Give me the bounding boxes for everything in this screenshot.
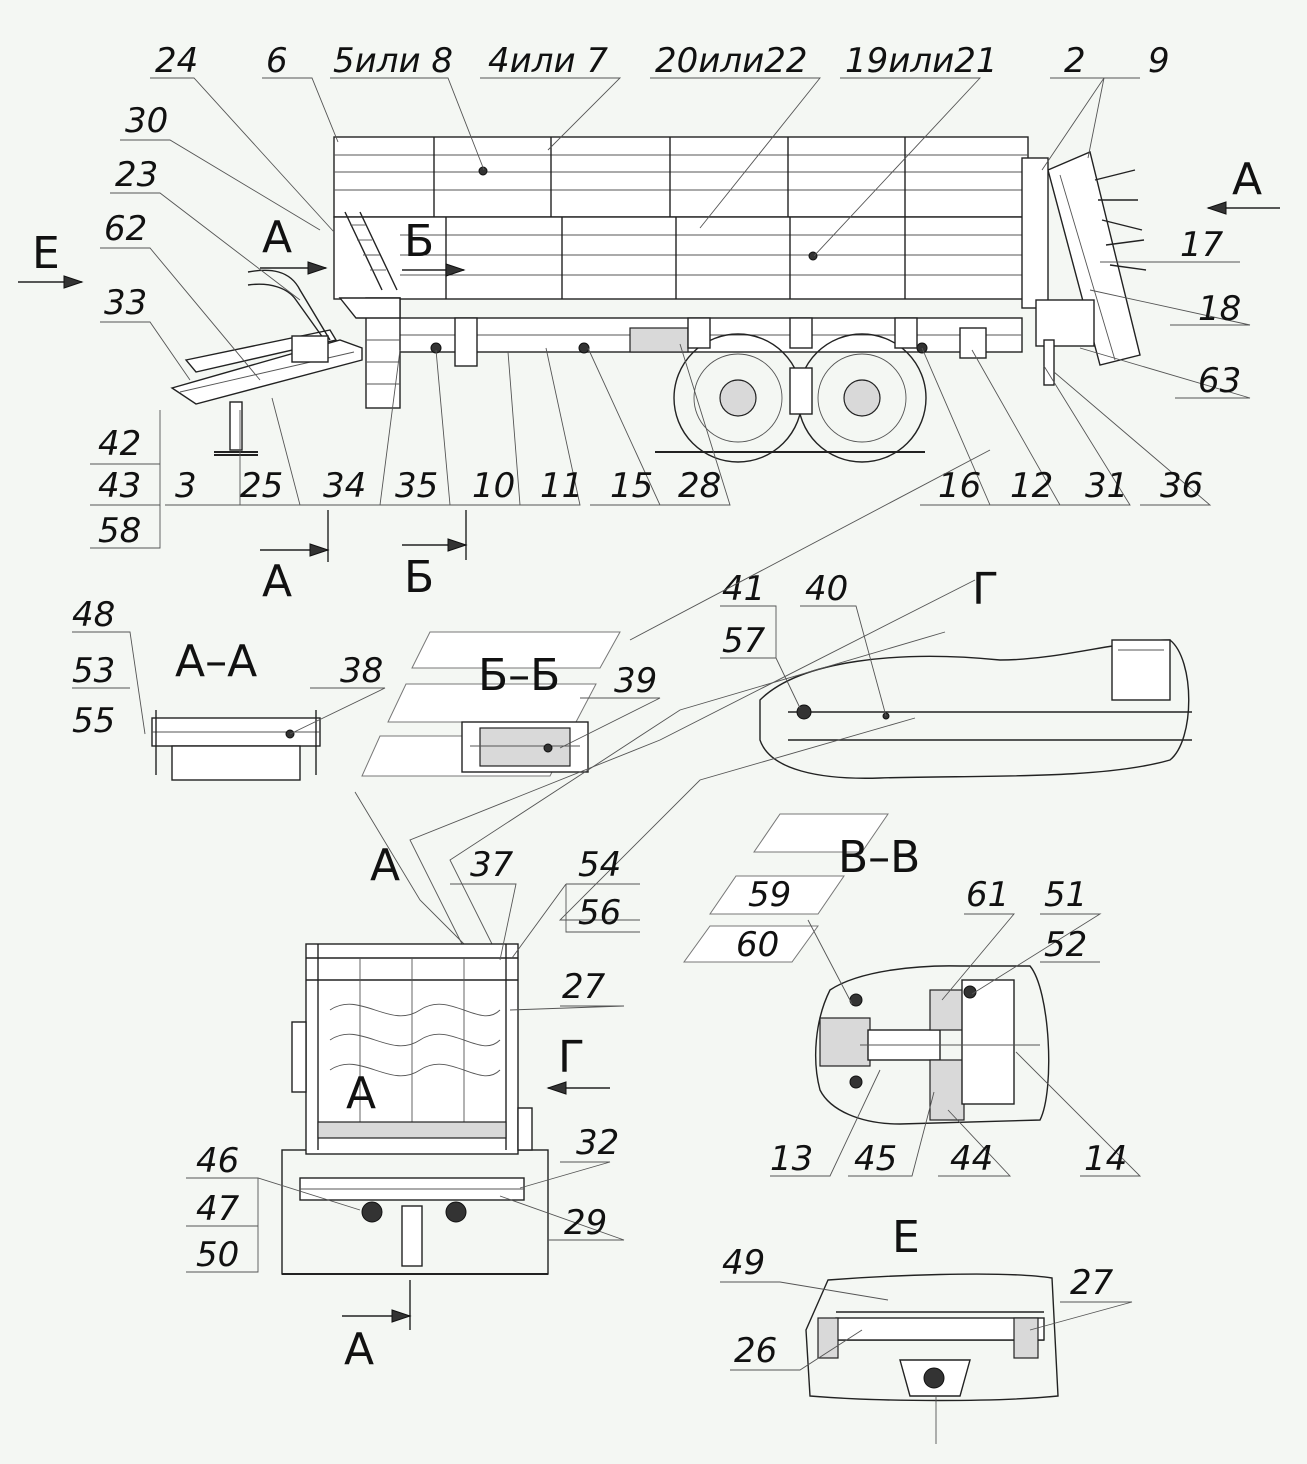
callout-39: 39 [614,661,657,701]
view-letter-a-5: А [370,840,400,891]
callout-11: 11 [540,466,583,506]
callout-24: 24 [155,41,198,81]
main-side-view [170,136,1147,463]
view-letter-a-2: А [1232,154,1262,205]
callout-34: 34 [323,466,366,506]
callout-15: 15 [610,466,653,506]
callout-12: 12 [1010,466,1053,506]
callout-27-rear: 27 [562,967,606,1007]
callout-6: 6 [266,41,288,81]
callout-14: 14 [1084,1139,1127,1179]
callout-43: 43 [98,466,141,506]
callout-27-view-e: 27 [1070,1263,1114,1303]
callout-32: 32 [576,1123,619,1163]
callout-63: 63 [1198,361,1241,401]
callout-62: 62 [104,209,147,249]
callout-37: 37 [470,845,514,885]
callout-42: 42 [98,424,141,464]
view-letter-b-1: Б [404,216,434,267]
view-g-title: Г [972,564,999,615]
callout-45: 45 [854,1139,897,1179]
callout-55: 55 [72,701,115,741]
view-e: Е 49 27 26 [720,1212,1133,1444]
callout-13: 13 [770,1139,813,1179]
callout-20-or-22: 20или22 [655,41,807,81]
callout-31: 31 [1085,466,1128,506]
callout-19-or-21: 19или21 [845,41,997,81]
callout-33: 33 [104,283,147,323]
callout-29: 29 [564,1203,607,1243]
callout-36: 36 [1160,466,1203,506]
section-aa: А–А 48 53 55 38 [72,595,386,781]
callout-51: 51 [1044,875,1087,915]
view-letter-a-4: А [344,1324,374,1375]
wheel-rear [797,333,927,463]
callout-38: 38 [340,651,383,691]
rear-view: А Г А А 37 54 56 27 32 29 46 47 50 [186,840,640,1375]
callout-50: 50 [196,1235,239,1275]
main-callouts-left: 30 23 62 33 [104,101,168,323]
rear-view-letter: А [346,1068,376,1119]
callout-47: 47 [196,1189,240,1229]
section-aa-title: А–А [175,636,257,687]
callout-48: 48 [72,595,115,635]
view-letter-a-1: А [262,212,292,263]
callout-57: 57 [722,621,766,661]
callout-41: 41 [722,569,765,609]
callout-5-or-8: 5или 8 [333,41,453,81]
callout-2: 2 [1064,41,1086,81]
callout-49: 49 [722,1243,765,1283]
callout-60: 60 [736,925,779,965]
callout-35: 35 [395,466,438,506]
callout-40: 40 [805,569,848,609]
callout-44: 44 [950,1139,993,1179]
view-letter-e: Е [32,228,60,279]
callout-10: 10 [472,466,515,506]
section-guide-lines [354,449,991,961]
callout-18: 18 [1198,289,1241,329]
section-bb-title: Б–Б [478,650,560,701]
callout-23: 23 [115,155,158,195]
callout-30: 30 [125,101,168,141]
main-callouts-right: 17 18 63 [1180,225,1241,401]
view-arrows: Е А Б А А Б [18,154,1280,607]
callout-17: 17 [1180,225,1224,265]
view-letter-a-3: А [262,556,292,607]
callout-9: 9 [1148,41,1170,81]
section-bb: Б–Б 39 [361,631,661,777]
callout-16: 16 [938,466,981,506]
callout-25: 25 [240,466,283,506]
callout-46: 46 [196,1141,239,1181]
main-callouts-bottom: 42 43 58 3 25 34 35 10 11 15 28 16 12 31… [98,424,1203,551]
callout-58: 58 [98,511,141,551]
main-leaders [90,77,1251,549]
callout-56: 56 [578,893,621,933]
view-g: 41 57 40 Г [720,564,1192,779]
main-callouts-top: 24 6 5или 8 4или 7 20или22 19или21 2 9 [155,41,1170,81]
view-letter-b-2: Б [404,552,434,603]
section-vv-title: В–В [838,832,920,883]
section-vv: В–В 59 60 61 51 52 13 45 44 14 [683,813,1142,1179]
callout-3: 3 [175,466,197,506]
hopper-lower-panel [333,216,1025,300]
hopper-upper-panel [333,136,1029,218]
callout-52: 52 [1044,925,1087,965]
callout-4-or-7: 4или 7 [488,41,608,81]
view-e-title: Е [892,1212,920,1263]
callout-54: 54 [578,845,621,885]
view-letter-g: Г [558,1032,585,1083]
callout-26: 26 [734,1331,777,1371]
callout-28: 28 [678,466,721,506]
callout-59: 59 [748,875,791,915]
wheel-front [673,333,803,463]
callout-53: 53 [72,651,115,691]
callout-61: 61 [966,875,1009,915]
